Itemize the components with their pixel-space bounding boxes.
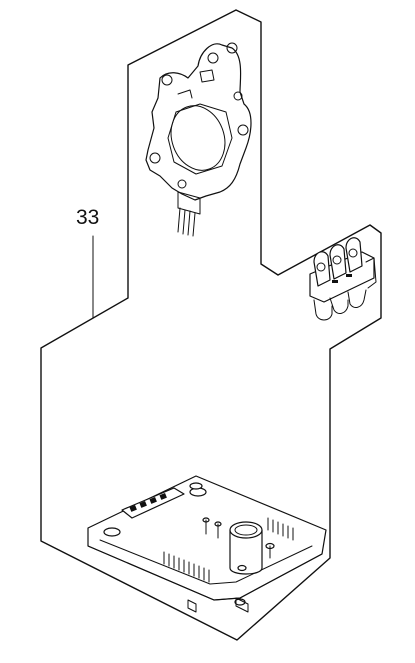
sensor-plate-part [145, 42, 252, 237]
pin-header-left [163, 551, 210, 583]
part-number-callout: 33 [76, 206, 100, 229]
pin-header-right [267, 517, 294, 541]
terminal-block-part [309, 237, 377, 321]
assembly-boundary-outline [40, 9, 382, 641]
circuit-board-part [87, 475, 327, 613]
